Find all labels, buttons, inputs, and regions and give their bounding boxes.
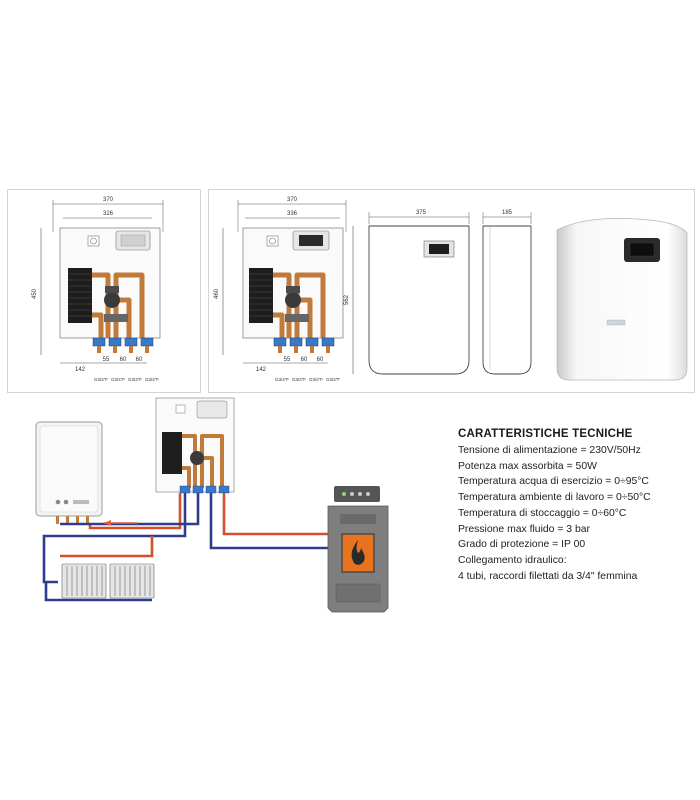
manifold-drawing-1: 370 326 450 — [32, 197, 164, 382]
fitting-label: G3/4"F — [275, 377, 289, 382]
spec-line: Temperatura ambiente di lavoro = 0÷50°C — [458, 492, 651, 504]
dim-height: 450 — [32, 288, 38, 299]
wall-boiler — [35, 421, 103, 524]
dim-spacing-1: 55 — [103, 357, 110, 363]
spec-line: Temperatura di stoccaggio = 0÷60°C — [458, 507, 627, 519]
spec-line: Grado di protezione = IP 00 — [458, 539, 586, 551]
spec-line: Pressione max fluido = 3 bar — [458, 523, 590, 535]
dim-cover-width: 375 — [416, 210, 427, 216]
cover-front-view: 375 562 — [344, 210, 470, 375]
dim-spacing-2: 60 — [120, 357, 127, 363]
spec-line: Tensione di alimentazione = 230V/50Hz — [458, 445, 641, 456]
technical-drawing-panel-2: 370 336 460 — [208, 189, 695, 393]
product-photo — [556, 218, 688, 381]
dim-bottom-offset: 142 — [256, 367, 267, 373]
dim-bottom-offset: 142 — [75, 367, 86, 373]
dim-height: 460 — [214, 288, 220, 299]
fitting-label: G3/4"F — [94, 377, 108, 382]
dim-width-inner: 326 — [103, 211, 114, 217]
cover-side-view: 185 — [482, 210, 532, 375]
dim-width-outer: 370 — [287, 197, 298, 203]
fitting-label: G3/4"F — [326, 377, 340, 382]
spec-line: 4 tubi, raccordi filettati da 3/4" femmi… — [458, 570, 638, 582]
spec-line: Collegamento idraulico: — [458, 554, 567, 566]
manifold-unit — [155, 397, 235, 494]
dim-spacing-2: 60 — [301, 357, 308, 363]
dim-cover-height: 562 — [344, 294, 350, 305]
dim-width-outer: 370 — [103, 197, 114, 203]
fitting-label: G3/4"F — [128, 377, 142, 382]
spec-line: Potenza max assorbita = 50W — [458, 460, 597, 472]
radiators — [61, 563, 155, 599]
technical-specs: CARATTERISTICHE TECNICHE Tensione di ali… — [458, 428, 696, 584]
fitting-label: G3/4"F — [111, 377, 125, 382]
manifold-drawing-2: 370 336 460 — [214, 197, 688, 382]
spec-line: Temperatura acqua di esercizio = 0÷95°C — [458, 476, 649, 488]
fitting-label: G3/4"F — [145, 377, 159, 382]
installation-schematic — [35, 397, 389, 613]
wood-stove — [327, 486, 389, 613]
fitting-label: G3/4"F — [309, 377, 323, 382]
flame-icon — [351, 540, 365, 565]
dim-spacing-3: 60 — [317, 357, 324, 363]
specs-title: CARATTERISTICHE TECNICHE — [458, 428, 633, 440]
technical-drawing-panel-1: 370 326 450 — [7, 189, 201, 393]
fitting-label: G3/4"F — [292, 377, 306, 382]
dim-cover-depth: 185 — [502, 210, 513, 216]
dim-width-inner: 336 — [287, 211, 298, 217]
dim-spacing-3: 60 — [136, 357, 143, 363]
dim-spacing-1: 55 — [284, 357, 291, 363]
